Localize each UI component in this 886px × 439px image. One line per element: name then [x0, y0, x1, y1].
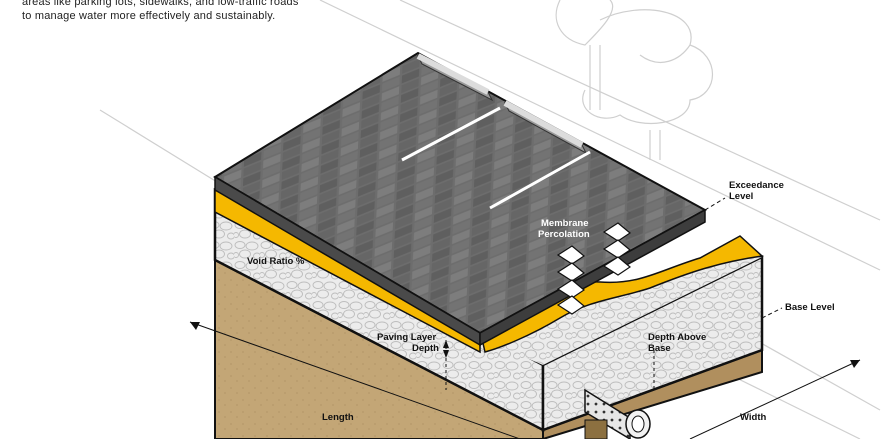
exceedance-level-label-1: Exceedance — [729, 180, 784, 191]
percolation-arrows — [556, 222, 632, 315]
depth-above-base-label-1: Depth Above — [648, 332, 706, 343]
length-label: Length — [322, 412, 354, 423]
intro-text: areas like parking lots, sidewalks, and … — [22, 0, 322, 23]
exceedance-level-label-2: Level — [729, 191, 753, 202]
membrane-percolation-label-1: Membrane — [541, 218, 589, 229]
membrane-percolation-label-2: Percolation — [538, 229, 590, 240]
paving-layer-depth-label-1: Paving Layer — [377, 332, 436, 343]
drain-pipe — [584, 388, 651, 439]
void-ratio-label: Void Ratio % — [247, 256, 305, 267]
intro-line: to manage water more effectively and sus… — [22, 10, 276, 22]
intro-line: areas like parking lots, sidewalks, and … — [22, 0, 299, 8]
parking-markings — [401, 53, 591, 210]
base-level-label: Base Level — [785, 302, 835, 313]
leader-lines — [189, 197, 861, 439]
paving-layer-depth-label-2: Depth — [412, 343, 439, 354]
dimension-arrowheads — [190, 322, 860, 368]
depth-above-base-label-2: Base — [648, 343, 671, 354]
background-sketch — [99, 0, 881, 439]
width-label: Width — [740, 412, 766, 423]
